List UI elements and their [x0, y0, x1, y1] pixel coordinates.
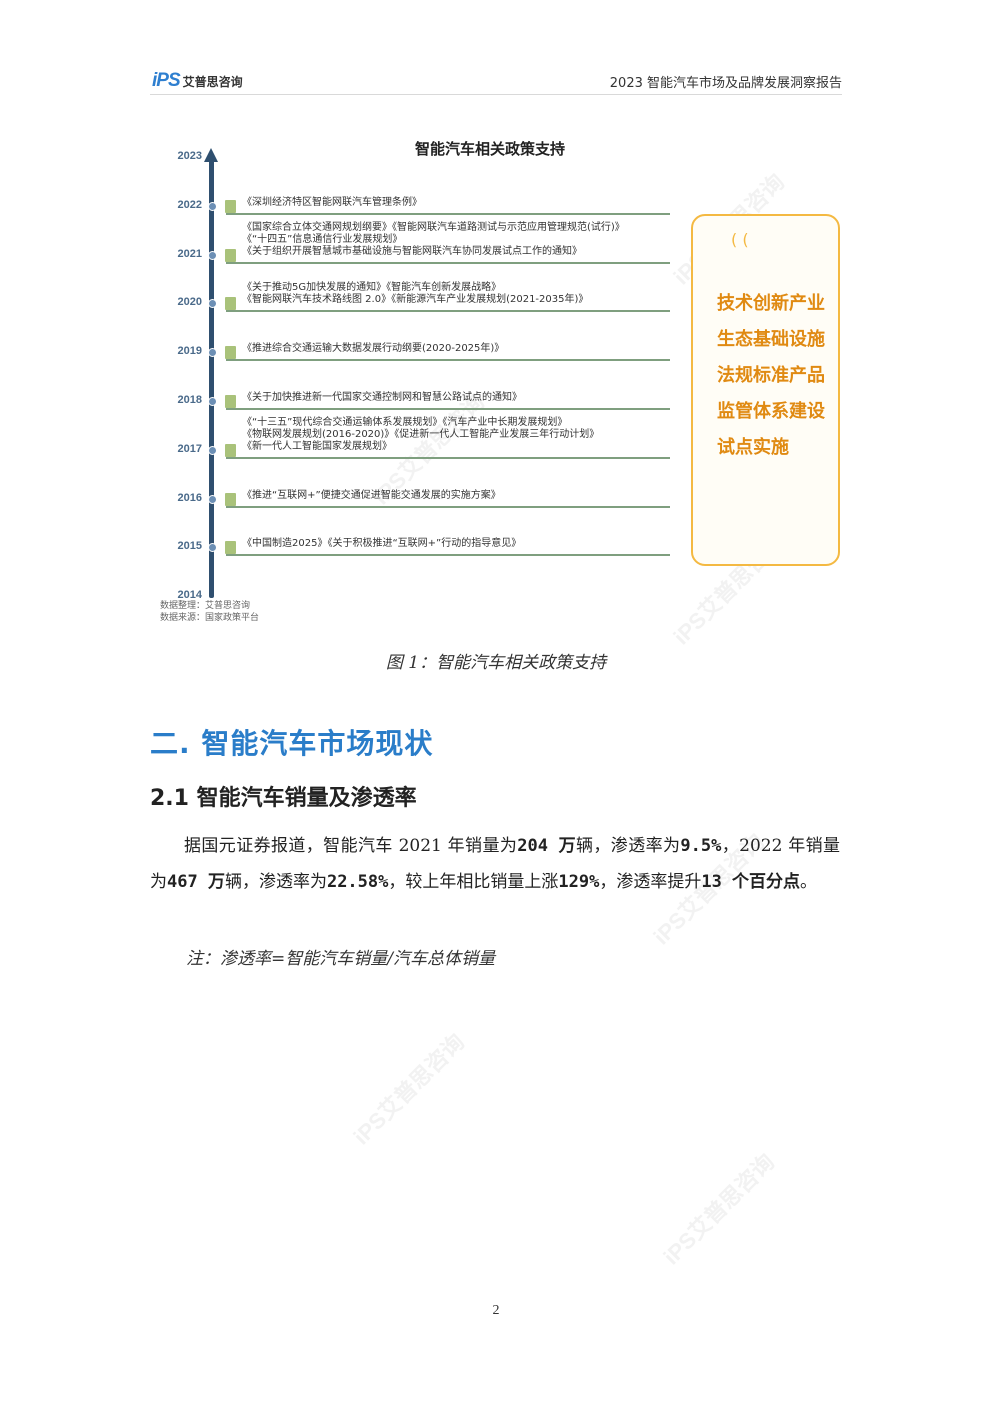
document-icon	[225, 248, 236, 262]
year-label: 2014	[177, 589, 202, 602]
year-label: 2023	[177, 150, 202, 162]
note-text: 注：渗透率=智能汽车销量/汽车总体销量	[186, 949, 495, 969]
year-label: 2015	[177, 540, 202, 553]
policy-item: 《新一代人工智能国家发展规划》	[242, 440, 392, 452]
year-label: 2022	[177, 198, 202, 211]
policy-band: 《国家综合立体交通网规划纲要》《智能网联汽车道路测试与示范应用管理规范(试行)》…	[226, 222, 670, 264]
year-label: 2016	[177, 491, 202, 504]
year-dot	[208, 445, 217, 455]
document-icon	[225, 199, 236, 213]
policy-item: 《“十四五”信息通信行业发展规划》	[242, 233, 403, 245]
policy-item: 《物联网发展规划(2016-2020)》《促进新一代人工智能产业发展三年行动计划…	[242, 428, 600, 440]
year-label: 2017	[177, 442, 202, 455]
policy-item: 《关于加快推进新一代国家交通控制网和智慧公路试点的通知》	[242, 392, 522, 403]
figure-title: 智能汽车相关政策支持	[414, 140, 565, 158]
logo-text: 艾普思咨询	[182, 74, 243, 89]
year-label: 2019	[177, 345, 202, 358]
year-label: 2018	[177, 394, 202, 406]
logo: iPS 艾普思咨询	[152, 70, 243, 92]
policy-timeline-figure: 智能汽车相关政策支持 2023 2022 2021 2020 2019 2018 2017 2…	[160, 130, 850, 630]
source-line: 数据来源：国家政策平台	[160, 613, 260, 623]
callout-text: 技术创新产业生态基础设施法规标准产品监管体系建设试点实施	[717, 293, 825, 458]
policy-item: 《智能网联汽车技术路线图 2.0》《新能源汽车产业发展规划(2021-2035年…	[242, 294, 589, 306]
policy-item: 《关于推动5G加快发展的通知》《智能汽车创新发展战略》	[242, 282, 502, 294]
section-heading: 二. 智能汽车市场现状	[150, 727, 434, 760]
watermark: iPS艾普思咨询	[348, 1028, 470, 1150]
year-dot	[208, 543, 217, 553]
policy-band: 《推进“互联网+”便捷交通促进智能交通发展的实施方案》	[226, 490, 670, 508]
quote-decoration-icon: ( (	[731, 230, 749, 249]
summary-callout: ( ( 技术创新产业生态基础设施法规标准产品监管体系建设试点实施	[691, 214, 840, 566]
figure-source: 数据整理：艾普思咨询 数据来源：国家政策平台	[160, 600, 259, 624]
figure-caption: 图 1：智能汽车相关政策支持	[385, 653, 607, 673]
year-label: 2020	[177, 296, 202, 309]
report-title: 2023 智能汽车市场及品牌发展洞察报告	[609, 76, 842, 91]
policy-band: 《“十三五”现代综合交通运输体系发展规划》《汽车产业中长期发展规划》《物联网发展…	[226, 417, 670, 459]
document-icon	[225, 346, 236, 360]
timeline-arrow-icon	[204, 148, 218, 162]
year-dot	[208, 299, 217, 309]
policy-band: 《深圳经济特区智能网联汽车管理条例》	[226, 197, 670, 215]
document-icon	[225, 395, 236, 408]
policy-item: 《深圳经济特区智能网联汽车管理条例》	[242, 196, 422, 208]
policy-item: 《国家综合立体交通网规划纲要》《智能网联汽车道路测试与示范应用管理规范(试行)》	[242, 221, 625, 233]
year-label: 2021	[177, 247, 202, 260]
year-dot	[208, 250, 217, 260]
watermark: iPS艾普思咨询	[658, 1148, 780, 1270]
logo-mark: iPS	[152, 70, 181, 91]
year-dot	[208, 494, 217, 504]
page-number: 2	[492, 1303, 500, 1318]
page-header: iPS 艾普思咨询 2023 智能汽车市场及品牌发展洞察报告	[150, 66, 842, 95]
policy-item: 《推进“互联网+”便捷交通促进智能交通发展的实施方案》	[242, 489, 501, 501]
year-dot	[208, 397, 217, 406]
policy-item: 《中国制造2025》《关于积极推进“互联网+”行动的指导意见》	[242, 538, 522, 550]
source-line: 数据整理：艾普思咨询	[160, 601, 251, 611]
policy-band: 《推进综合交通运输大数据发展行动纲要(2020-2025年)》	[226, 343, 670, 362]
year-dot	[208, 348, 217, 358]
policy-band: 《关于推动5G加快发展的通知》《智能汽车创新发展战略》《智能网联汽车技术路线图 …	[226, 282, 670, 313]
policy-band: 《中国制造2025》《关于积极推进“互联网+”行动的指导意见》	[226, 538, 670, 557]
document-icon	[225, 443, 236, 457]
policy-band: 《关于加快推进新一代国家交通控制网和智慧公路试点的通知》	[226, 392, 670, 410]
timeline-axis	[209, 158, 214, 598]
subsection-heading: 2.1 智能汽车销量及渗透率	[150, 786, 417, 811]
document-icon	[225, 297, 236, 311]
policy-item: 《关于组织开展智慧城市基础设施与智能网联汽车协同发展试点工作的通知》	[242, 245, 582, 257]
document-icon	[225, 541, 236, 555]
year-dot	[208, 201, 217, 211]
policy-item: 《“十三五”现代综合交通运输体系发展规划》《汽车产业中长期发展规划》	[242, 416, 568, 428]
body-paragraph: 据国元证券报道，智能汽车 2021 年销量为204 万辆，渗透率为9.5%，20…	[150, 836, 841, 892]
policy-item: 《推进综合交通运输大数据发展行动纲要(2020-2025年)》	[242, 343, 505, 355]
document-icon	[225, 492, 236, 506]
